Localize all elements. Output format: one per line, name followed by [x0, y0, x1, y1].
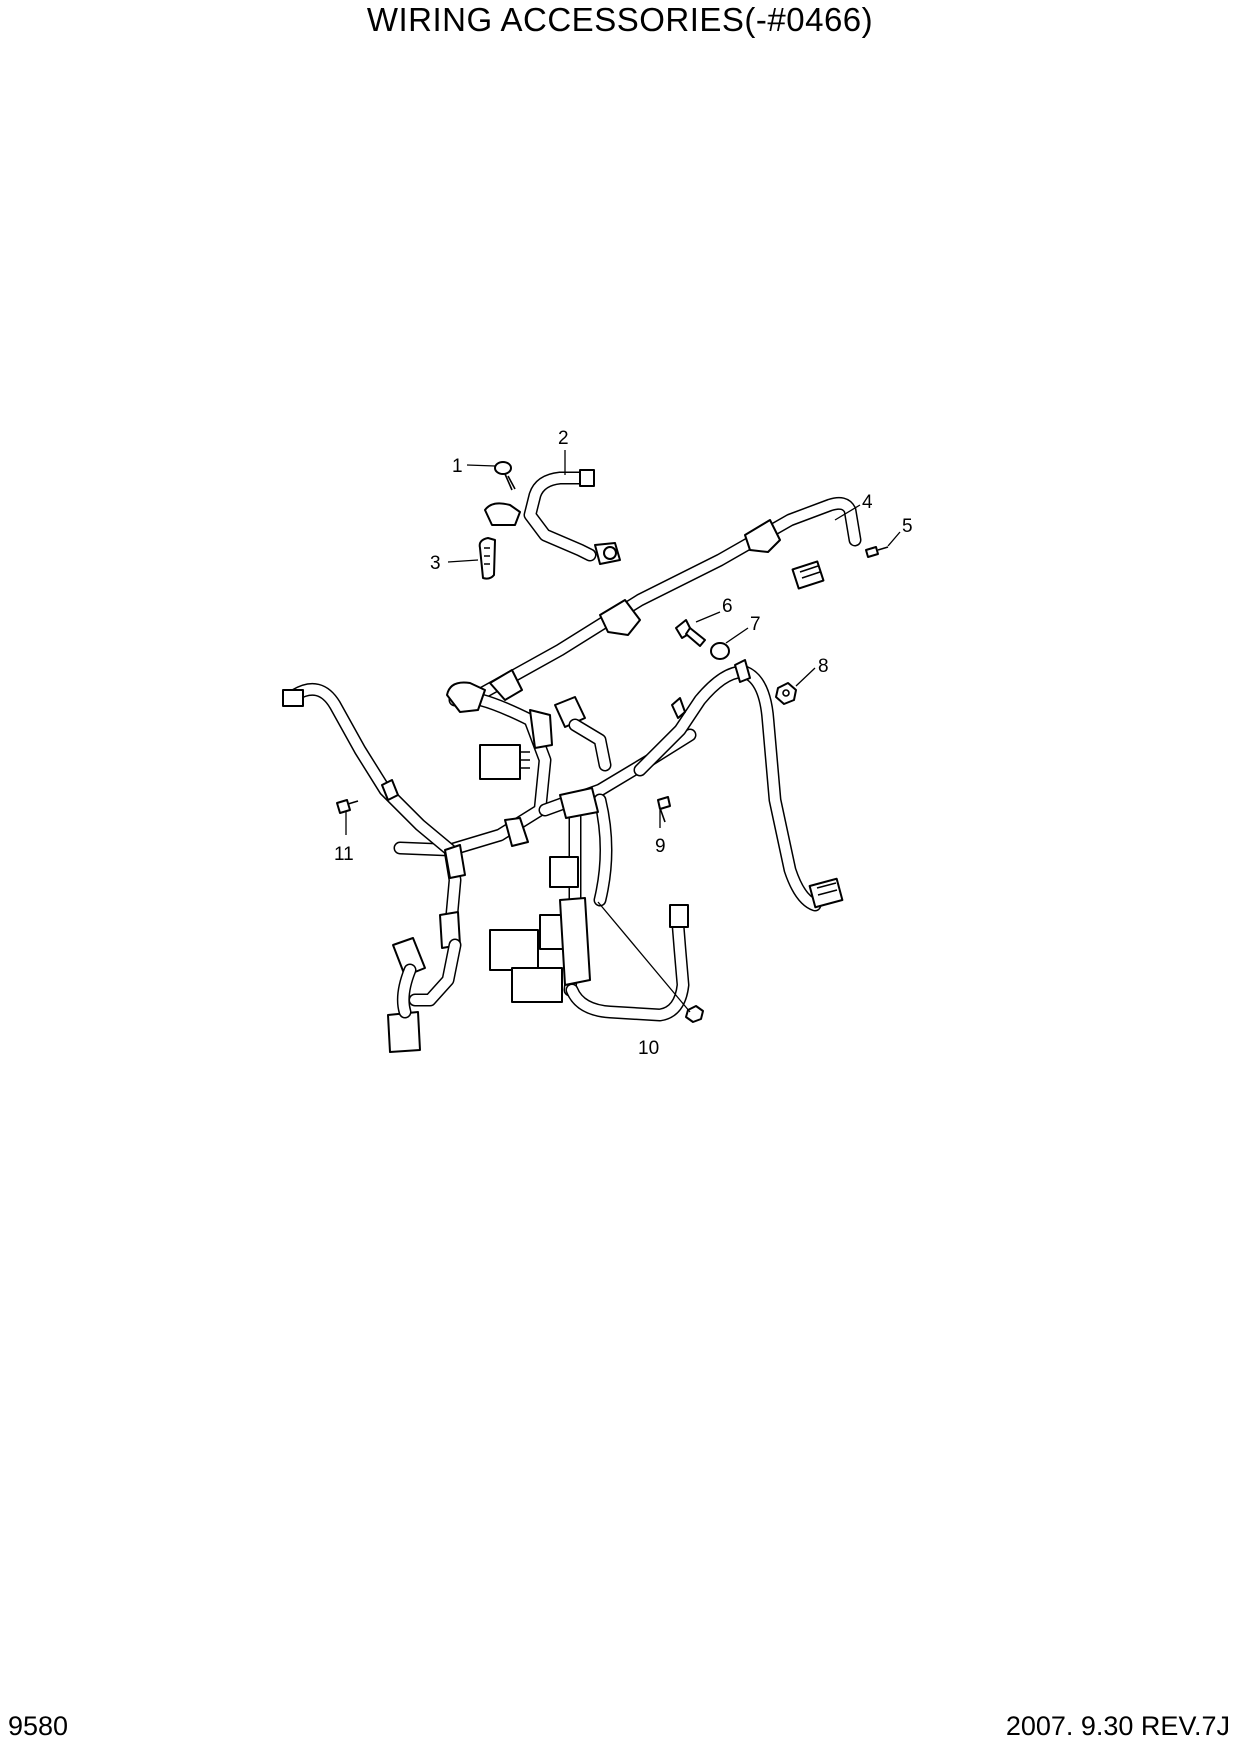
main-harness — [463, 496, 862, 707]
callout-2: 2 — [558, 428, 569, 449]
part-10-nut — [685, 1005, 704, 1023]
callout-11: 11 — [334, 844, 354, 865]
part-5-bolt — [865, 546, 889, 558]
part-6-bolt — [675, 619, 706, 647]
callout-1: 1 — [452, 456, 463, 477]
callout-6: 6 — [722, 596, 733, 617]
callout-4: 4 — [862, 492, 873, 513]
leader-lines — [345, 450, 901, 1013]
page-number: 9580 — [8, 1711, 69, 1741]
callout-labels: 1 2 3 4 5 6 7 8 9 10 11 — [334, 428, 913, 1059]
revision-date: 2007. 9.30 REV.7J — [1005, 1711, 1230, 1741]
part-3-clip — [478, 537, 496, 580]
part-9-bolt — [657, 796, 671, 823]
lower-branch-harness — [565, 904, 690, 1022]
callout-7: 7 — [750, 614, 761, 635]
part-8-nut — [775, 682, 797, 705]
central-harness — [393, 681, 697, 1003]
callout-5: 5 — [902, 516, 913, 537]
left-branch-harness — [282, 682, 466, 1053]
part-7-spacer — [710, 642, 730, 660]
right-branch-harness — [633, 659, 844, 912]
callout-9: 9 — [655, 836, 666, 857]
callout-8: 8 — [818, 656, 829, 677]
part-11-bolt — [336, 799, 359, 814]
callout-3: 3 — [430, 553, 441, 574]
part-2-sub-harness — [484, 469, 621, 565]
callout-10: 10 — [638, 1038, 659, 1059]
page-title: WIRING ACCESSORIES(-#0466) — [366, 1, 874, 38]
part-1-cable-tie — [494, 461, 516, 491]
